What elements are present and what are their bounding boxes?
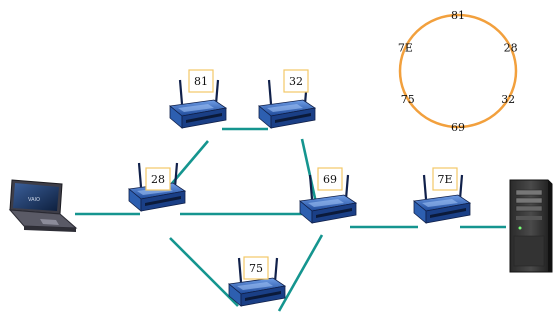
router-icon bbox=[228, 257, 287, 307]
node-label-7E: 7E bbox=[432, 167, 458, 191]
server-icon bbox=[509, 179, 553, 273]
node-label-text: 69 bbox=[323, 173, 337, 186]
label-box bbox=[432, 167, 458, 191]
router-icon bbox=[169, 79, 228, 129]
router-icon bbox=[413, 174, 472, 224]
label-box bbox=[283, 69, 309, 93]
router-icon bbox=[128, 162, 187, 212]
node-label-text: 7E bbox=[437, 173, 452, 186]
label-box bbox=[317, 167, 343, 191]
label-box bbox=[188, 69, 214, 93]
router-icon bbox=[299, 174, 358, 224]
node-label-text: 28 bbox=[151, 173, 165, 186]
label-box bbox=[243, 256, 269, 280]
link-28-75 bbox=[169, 237, 239, 307]
node-label-text: 81 bbox=[194, 75, 208, 88]
link-75-69 bbox=[277, 234, 324, 312]
laptop-icon: VAIO bbox=[8, 179, 78, 232]
node-label-32: 32 bbox=[283, 69, 309, 93]
ring-label: 28 bbox=[504, 41, 518, 54]
node-labels: 81 32 28 69 7E 75 bbox=[145, 69, 458, 280]
node-label-text: 32 bbox=[289, 75, 303, 88]
ring-circle bbox=[398, 13, 518, 129]
ring-diagram: 81 28 32 69 75 7E bbox=[398, 9, 518, 134]
node-label-69: 69 bbox=[317, 167, 343, 191]
ring-label: 69 bbox=[451, 121, 465, 134]
ring-label: 7E bbox=[398, 41, 413, 54]
router-icon bbox=[258, 79, 317, 129]
laptop-brand: VAIO bbox=[28, 197, 40, 203]
node-label-text: 75 bbox=[249, 262, 263, 275]
node-label-28: 28 bbox=[145, 167, 171, 191]
node-label-81: 81 bbox=[188, 69, 214, 93]
label-box bbox=[145, 167, 171, 191]
node-label-75: 75 bbox=[243, 256, 269, 280]
ring-label: 32 bbox=[501, 93, 515, 106]
routers bbox=[128, 79, 472, 307]
ring-label: 81 bbox=[451, 9, 465, 22]
ring-label: 75 bbox=[401, 93, 415, 106]
